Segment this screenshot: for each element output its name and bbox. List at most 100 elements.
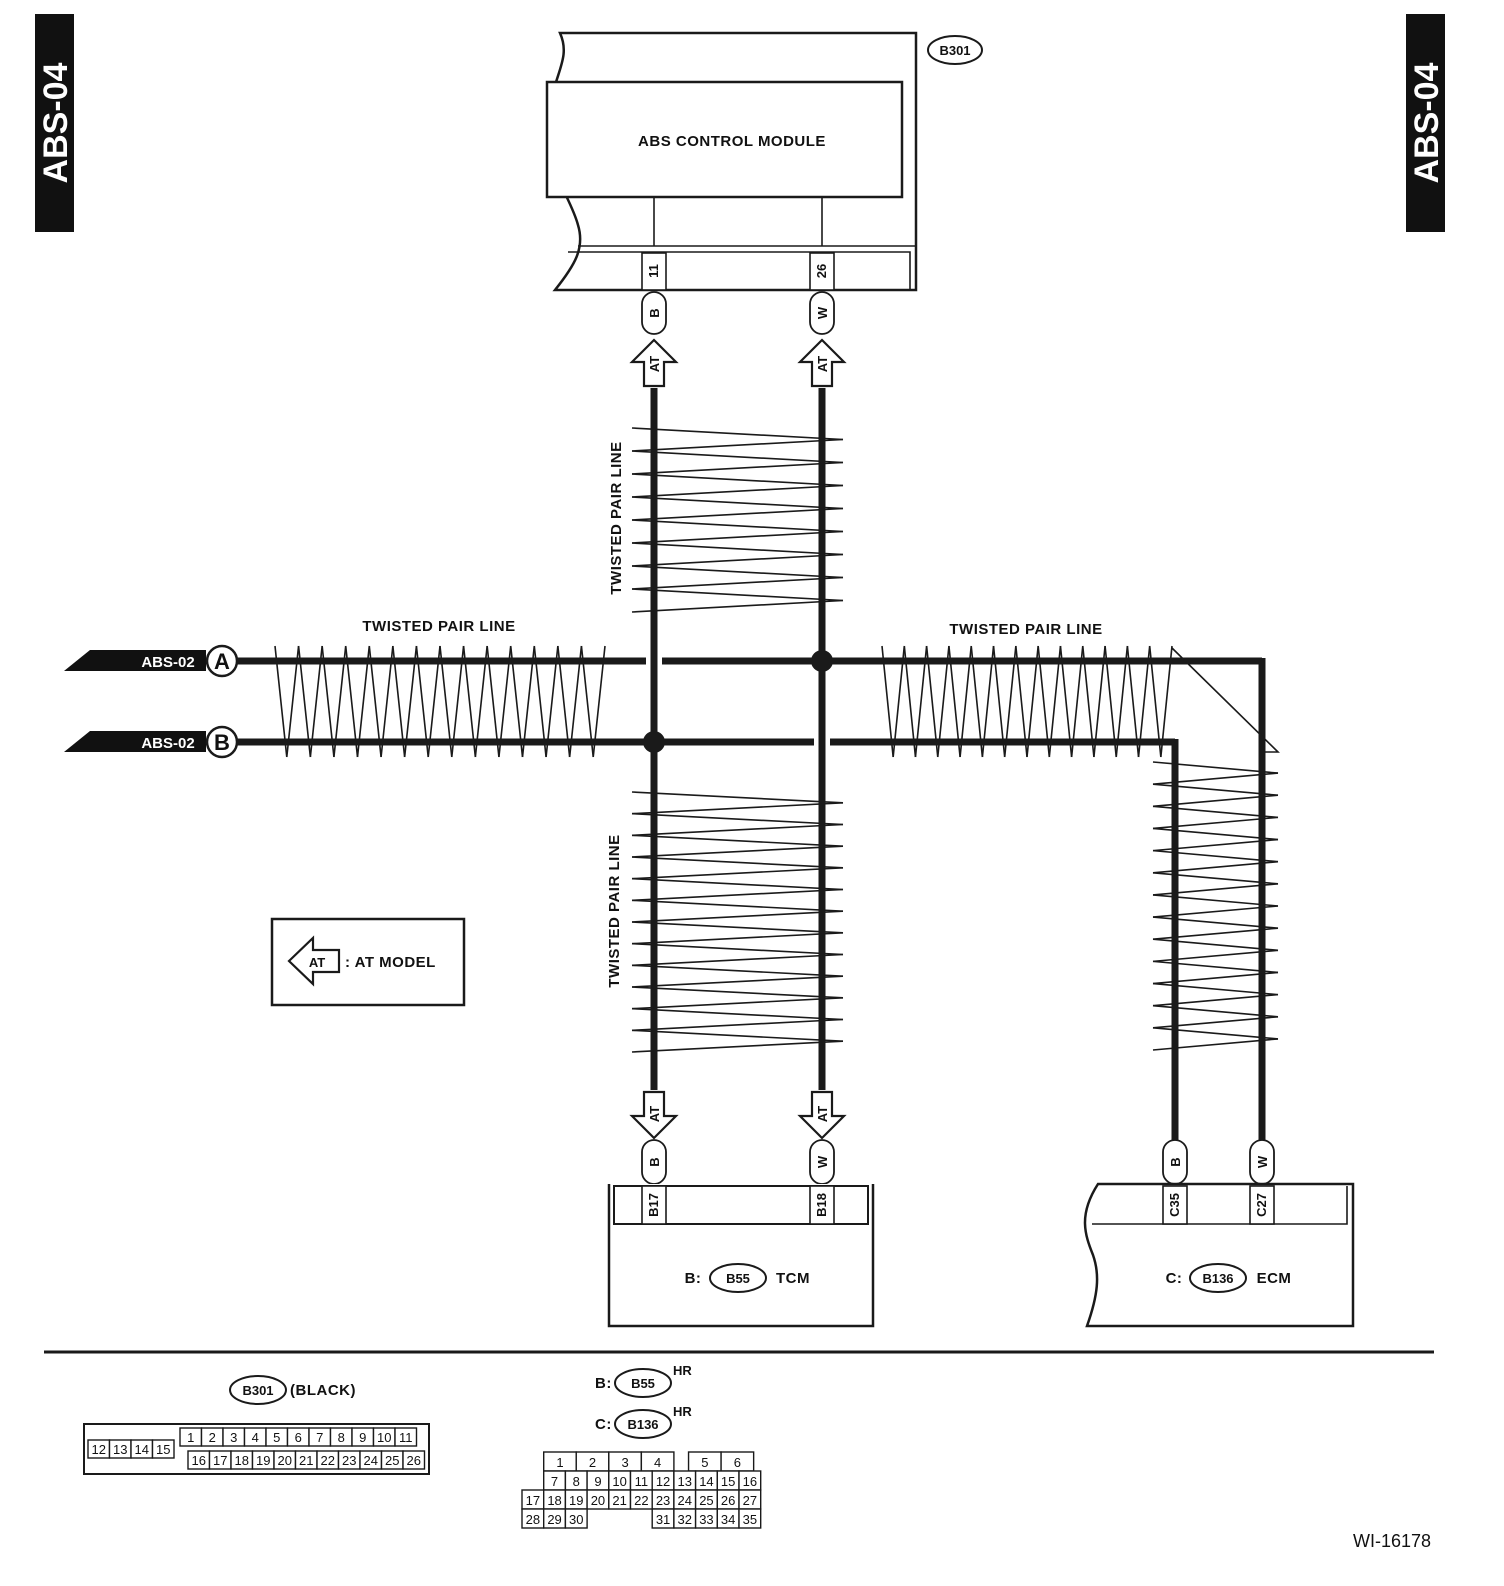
tcm-pin-b18: B18 bbox=[814, 1193, 829, 1217]
abs-wire-color-w: W bbox=[809, 291, 835, 335]
svg-text:16: 16 bbox=[743, 1474, 757, 1489]
ref-abs-02-b: ABS-02 B bbox=[64, 725, 239, 759]
svg-text:3: 3 bbox=[230, 1430, 237, 1445]
svg-text:B136: B136 bbox=[627, 1417, 658, 1432]
abs-pin-11: 11 bbox=[641, 252, 667, 291]
svg-text:1: 1 bbox=[556, 1455, 563, 1470]
legend-at-model: AT : AT MODEL bbox=[270, 917, 466, 1007]
tcm-wire-color-w: W bbox=[809, 1139, 835, 1185]
svg-text:11: 11 bbox=[399, 1430, 413, 1445]
abs-control-module: ABS CONTROL MODULE B301 bbox=[545, 31, 983, 292]
abs-wire-color-b: B bbox=[641, 291, 667, 335]
svg-text:(BLACK): (BLACK) bbox=[290, 1382, 356, 1399]
svg-text:7: 7 bbox=[316, 1430, 323, 1445]
svg-text:B:: B: bbox=[685, 1270, 702, 1287]
svg-text:32: 32 bbox=[678, 1512, 692, 1527]
svg-text:33: 33 bbox=[699, 1512, 713, 1527]
svg-text:27: 27 bbox=[743, 1493, 757, 1508]
svg-text:1: 1 bbox=[187, 1430, 194, 1445]
twisted-pair-hatching bbox=[274, 427, 1279, 1053]
side-tab-left-label: ABS-04 bbox=[37, 62, 75, 183]
svg-text:AT: AT bbox=[309, 955, 325, 970]
ecm-wire-color-w: W bbox=[1249, 1139, 1275, 1185]
twisted-pair-label-vertical-top: TWISTED PAIR LINE bbox=[608, 441, 625, 594]
svg-text:ABS-02: ABS-02 bbox=[141, 654, 194, 671]
svg-text:23: 23 bbox=[656, 1493, 670, 1508]
svg-text:25: 25 bbox=[699, 1493, 713, 1508]
svg-text:19: 19 bbox=[256, 1453, 270, 1468]
svg-text:B: B bbox=[647, 1157, 662, 1166]
svg-text:13: 13 bbox=[678, 1474, 692, 1489]
svg-text:26: 26 bbox=[814, 264, 829, 278]
svg-text:21: 21 bbox=[299, 1453, 313, 1468]
svg-text:26: 26 bbox=[721, 1493, 735, 1508]
svg-text:14: 14 bbox=[699, 1474, 713, 1489]
svg-text:35: 35 bbox=[743, 1512, 757, 1527]
svg-text:C:: C: bbox=[595, 1416, 612, 1433]
at-arrow-bottom-right: AT bbox=[798, 1090, 846, 1140]
svg-text:18: 18 bbox=[235, 1453, 249, 1468]
svg-text:10: 10 bbox=[612, 1474, 626, 1489]
svg-text:15: 15 bbox=[721, 1474, 735, 1489]
svg-text:31: 31 bbox=[656, 1512, 670, 1527]
ecm-wire-color-b: B bbox=[1162, 1139, 1188, 1185]
svg-text:B: B bbox=[647, 308, 662, 317]
at-arrow-top-right: AT bbox=[798, 338, 846, 388]
svg-text:19: 19 bbox=[569, 1493, 583, 1508]
tcm-wire-color-b: B bbox=[641, 1139, 667, 1185]
svg-text:4: 4 bbox=[654, 1455, 661, 1470]
twisted-pair-label-vertical-bottom: TWISTED PAIR LINE bbox=[606, 834, 623, 987]
svg-text:B136: B136 bbox=[1202, 1271, 1233, 1286]
svg-text:14: 14 bbox=[135, 1442, 149, 1457]
svg-text:20: 20 bbox=[591, 1493, 605, 1508]
svg-text:9: 9 bbox=[594, 1474, 601, 1489]
side-tab-right: ABS-04 bbox=[1406, 14, 1446, 232]
side-tab-left: ABS-04 bbox=[35, 14, 75, 232]
svg-text:23: 23 bbox=[342, 1453, 356, 1468]
svg-text:29: 29 bbox=[547, 1512, 561, 1527]
at-arrow-top-left: AT bbox=[630, 338, 678, 388]
svg-text:28: 28 bbox=[526, 1512, 540, 1527]
svg-text:12: 12 bbox=[92, 1442, 106, 1457]
svg-text:W: W bbox=[1255, 1155, 1270, 1168]
connector-b55-b136-header: B: B55 HR C: B136 HR bbox=[595, 1363, 692, 1439]
svg-text:18: 18 bbox=[547, 1493, 561, 1508]
svg-text:B:: B: bbox=[595, 1375, 612, 1392]
figure-id: WI-16178 bbox=[1353, 1531, 1431, 1551]
svg-text:7: 7 bbox=[551, 1474, 558, 1489]
svg-text:B: B bbox=[214, 730, 230, 755]
svg-text:C:: C: bbox=[1166, 1270, 1183, 1287]
ecm-module: C35 C27 C: B136 ECM bbox=[1083, 1182, 1355, 1328]
side-tab-right-label: ABS-04 bbox=[1408, 62, 1446, 183]
tcm-module: B17 B18 B: B55 TCM bbox=[607, 1184, 875, 1328]
svg-text:5: 5 bbox=[273, 1430, 280, 1445]
abs-module-connector-id: B301 bbox=[939, 43, 970, 58]
at-arrow-bottom-left: AT bbox=[630, 1090, 678, 1140]
svg-text:HR: HR bbox=[673, 1404, 692, 1419]
ref-abs-02-a: ABS-02 A bbox=[64, 644, 239, 678]
svg-text:11: 11 bbox=[635, 1474, 649, 1489]
svg-text:W: W bbox=[815, 1155, 830, 1168]
svg-text:HR: HR bbox=[673, 1363, 692, 1378]
svg-text:6: 6 bbox=[734, 1455, 741, 1470]
svg-text:30: 30 bbox=[569, 1512, 583, 1527]
svg-text:9: 9 bbox=[359, 1430, 366, 1445]
svg-text:2: 2 bbox=[209, 1430, 216, 1445]
ecm-pin-c35: C35 bbox=[1167, 1193, 1182, 1217]
abs-module-title: ABS CONTROL MODULE bbox=[638, 133, 826, 150]
svg-text:B55: B55 bbox=[631, 1376, 655, 1391]
abs-pin-26: 26 bbox=[809, 252, 835, 291]
svg-text:12: 12 bbox=[656, 1474, 670, 1489]
svg-text:6: 6 bbox=[295, 1430, 302, 1445]
svg-text:B301: B301 bbox=[242, 1383, 273, 1398]
connector-b301-header: B301 (BLACK) bbox=[229, 1375, 356, 1405]
svg-text:B55: B55 bbox=[726, 1271, 750, 1286]
svg-text:34: 34 bbox=[721, 1512, 735, 1527]
svg-text:24: 24 bbox=[678, 1493, 692, 1508]
svg-text:AT: AT bbox=[647, 1106, 662, 1122]
svg-text:21: 21 bbox=[612, 1493, 626, 1508]
svg-text:17: 17 bbox=[526, 1493, 540, 1508]
